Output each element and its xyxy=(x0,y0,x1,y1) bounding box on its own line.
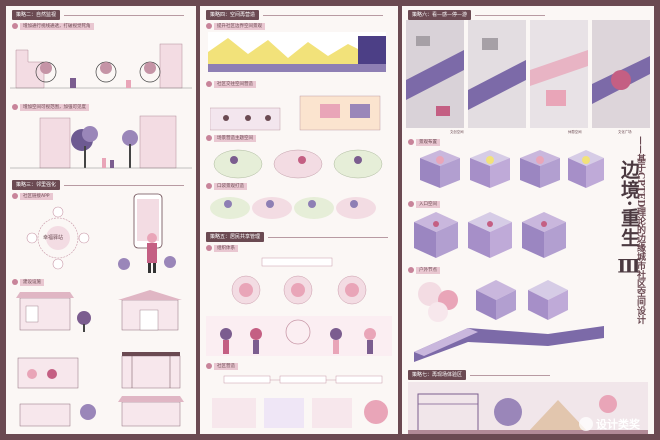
strategy-4-header: 策略四：空间再营造 xyxy=(206,10,384,20)
aerial-renderings xyxy=(406,20,650,128)
strategy-4-sub2: 社区交往空间营造 xyxy=(206,80,256,88)
facility-illustrations xyxy=(16,290,184,427)
label-creative-space: 文创空间 xyxy=(450,130,464,134)
strategy-7-header: 策略七：再现场体验区 xyxy=(408,370,551,380)
board-middle: 策略四：空间再营造 提升社区边界空间景观 社区交往空间营造 场景营造主题空间 口… xyxy=(200,6,398,434)
board-right: 策略六：看—感—停—游 文创空间 休憩空间 文化广场 景观布置 入口空间 xyxy=(402,6,654,434)
strategy-5-sub1: 组织体系 xyxy=(206,244,238,252)
outdoor-node-illustrations xyxy=(414,280,604,362)
watermark-logo-icon xyxy=(579,417,593,431)
experience-zone-illustration xyxy=(408,382,648,434)
label-rest-space: 休憩空间 xyxy=(568,130,582,134)
strategy-6-sub3: 户外节点 xyxy=(408,266,440,274)
app-network-diagram xyxy=(26,206,90,270)
strategy-3-header: 策略三：邻里强化 xyxy=(12,180,185,190)
main-title: 边境·重生 Ⅲ xyxy=(618,160,640,279)
social-space-illustration xyxy=(210,95,381,131)
poster-subtitle: ——基于CPTED理论的边缘城市社区空间设计 xyxy=(635,136,645,325)
strategy-6-header: 策略六：看—感—停—游 xyxy=(408,10,546,20)
strategy-2-sub2: 增加空间可视范围，加强可见度 xyxy=(12,103,89,111)
strategy-3-sub2: 建设设施 xyxy=(12,278,44,286)
strategy-2-sub1: 增加通行视线通透，打破视觉死角 xyxy=(12,22,94,30)
strategy-3-sub1: 社区链接APP xyxy=(12,192,53,200)
entrance-space-cubes xyxy=(414,212,566,258)
poster-title-block: 边境·重生 Ⅲ xyxy=(616,116,648,346)
app-center-label: 幸福驿站 xyxy=(43,235,64,241)
organization-system-diagram xyxy=(206,257,392,356)
board-left: 策略二：自然监视 增加通行视线通透，打破视觉死角 增加空间可视范围，加强可见度 … xyxy=(6,6,196,434)
street-section-illustration-2 xyxy=(10,115,192,169)
strategy-2-tag: 策略二：自然监视 xyxy=(12,10,61,20)
label-culture-square: 文化广场 xyxy=(618,130,632,134)
watermark: 设计类奖 xyxy=(579,416,640,432)
strategy-4-sub3: 场景营造主题空间 xyxy=(206,134,256,142)
phone-user-illustration xyxy=(118,193,176,273)
strategy-5-sub2: 社区营造 xyxy=(206,362,238,370)
street-section-illustration-1 xyxy=(10,32,192,96)
community-building-flow xyxy=(212,375,388,428)
theme-space-circles xyxy=(213,149,383,179)
strategy-5-header: 策略五：居民共享管理 xyxy=(206,232,389,242)
strategy-4-sub4: 口袋景观打造 xyxy=(206,182,247,190)
boundary-landscape-illustration xyxy=(208,32,386,72)
landscape-layout-cubes xyxy=(420,150,604,188)
strategy-4-sub1: 提升社区边界空间景观 xyxy=(206,22,265,30)
strategy-6-sub1: 景观布置 xyxy=(408,138,440,146)
strategy-6-sub2: 入口空间 xyxy=(408,200,440,208)
pocket-landscape-illustrations xyxy=(210,197,376,219)
strategy-2-header: 策略二：自然监视 xyxy=(12,10,185,20)
